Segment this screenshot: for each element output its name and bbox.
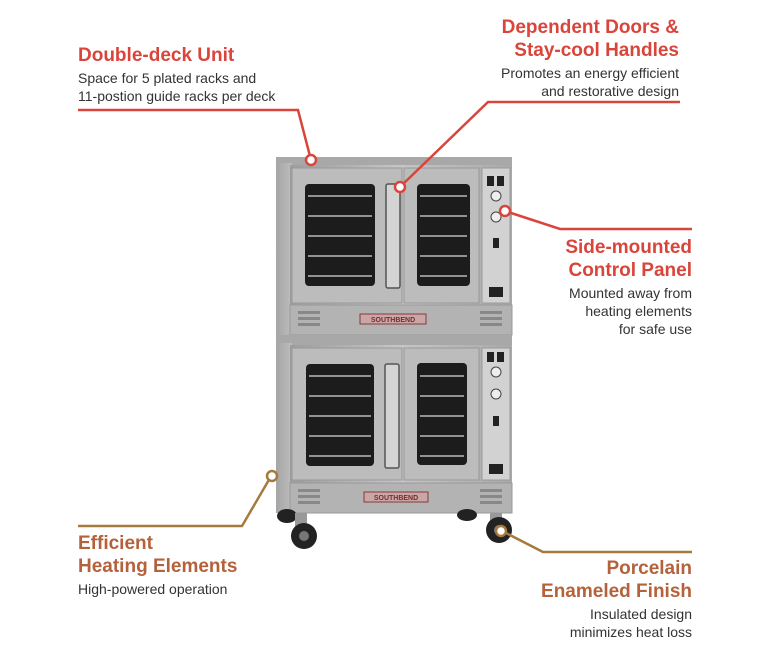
callout-title: Side-mounted Control Panel bbox=[565, 236, 692, 282]
title-line: Porcelain bbox=[606, 558, 692, 579]
upper-deck-side bbox=[276, 163, 292, 335]
leader-control bbox=[498, 204, 692, 231]
lower-power-icon bbox=[489, 464, 503, 474]
callout-description: High-powered operation bbox=[78, 580, 237, 598]
upper-power-icon bbox=[489, 287, 503, 297]
callout-heating: Efficient Heating Elements High-powered … bbox=[78, 532, 237, 598]
upper-knob-icon bbox=[490, 190, 502, 202]
lower-right-window bbox=[417, 363, 467, 465]
callout-title: Double-deck Unit bbox=[78, 44, 275, 67]
callout-title: Dependent Doors & Stay-cool Handles bbox=[501, 16, 679, 62]
lower-vents bbox=[298, 489, 502, 504]
title-line: Side-mounted bbox=[565, 237, 692, 258]
lower-racks bbox=[309, 375, 464, 457]
upper-switch-icon bbox=[497, 176, 504, 186]
lower-timer-icon bbox=[493, 416, 499, 426]
lower-knob-icon bbox=[490, 366, 502, 378]
desc-line: Space for 5 plated racks and bbox=[78, 70, 257, 86]
upper-left-window bbox=[305, 184, 375, 286]
title-line: Efficient bbox=[78, 533, 153, 554]
upper-brand-label: SOUTHBEND bbox=[371, 317, 415, 324]
upper-right-window bbox=[417, 184, 470, 286]
title-line: Enameled Finish bbox=[541, 581, 692, 602]
upper-deck: SOUTHBEND bbox=[276, 157, 513, 336]
desc-line: heating elements bbox=[585, 303, 692, 319]
leader-heating bbox=[78, 469, 279, 528]
desc-line: Mounted away from bbox=[569, 285, 692, 301]
upper-door-handle bbox=[385, 183, 401, 289]
upper-timer-icon bbox=[493, 238, 499, 248]
callout-description: Mounted away from heating elements for s… bbox=[565, 284, 692, 338]
upper-racks bbox=[308, 195, 467, 277]
title-line: Dependent Doors & bbox=[501, 17, 679, 38]
lower-deck-top bbox=[276, 335, 512, 345]
desc-line: Insulated design bbox=[590, 606, 692, 622]
desc-line: Promotes an energy efficient bbox=[501, 65, 679, 81]
desc-line: minimizes heat loss bbox=[569, 624, 692, 640]
callout-double-deck: Double-deck Unit Space for 5 plated rack… bbox=[78, 44, 275, 105]
casters bbox=[277, 509, 512, 549]
upper-deck-top bbox=[276, 157, 512, 167]
lower-switch-icon bbox=[497, 352, 504, 362]
callout-description: Insulated design minimizes heat loss bbox=[541, 605, 692, 641]
title-line: Heating Elements bbox=[78, 556, 238, 577]
lower-deck: SOUTHBEND bbox=[276, 335, 513, 514]
callout-title: Porcelain Enameled Finish bbox=[541, 557, 692, 603]
desc-line: for safe use bbox=[618, 321, 692, 337]
callout-description: Promotes an energy efficient and restora… bbox=[501, 64, 679, 100]
callout-control-panel: Side-mounted Control Panel Mounted away … bbox=[565, 236, 692, 338]
caster-back-right bbox=[457, 509, 477, 521]
leader-double-deck bbox=[78, 108, 318, 167]
desc-line: and restorative design bbox=[541, 83, 679, 99]
lower-brand-label: SOUTHBEND bbox=[374, 495, 418, 502]
upper-vents bbox=[298, 311, 502, 326]
lower-knob-icon bbox=[490, 388, 502, 400]
upper-brand-badge bbox=[359, 313, 427, 325]
leader-doors bbox=[393, 100, 680, 194]
lower-deck-side bbox=[276, 343, 292, 513]
lower-brand-badge bbox=[363, 491, 429, 503]
desc-line: High-powered operation bbox=[78, 581, 228, 597]
callout-finish: Porcelain Enameled Finish Insulated desi… bbox=[541, 557, 692, 641]
title-line: Control Panel bbox=[568, 260, 692, 281]
lower-door-handle bbox=[384, 363, 400, 469]
caster-back-left bbox=[277, 509, 297, 523]
callout-doors: Dependent Doors & Stay-cool Handles Prom… bbox=[501, 16, 679, 100]
title-line: Double-deck Unit bbox=[78, 45, 235, 66]
upper-knob-icon bbox=[490, 211, 502, 223]
callout-description: Space for 5 plated racks and 11-postion … bbox=[78, 69, 275, 105]
lower-switch-icon bbox=[487, 352, 494, 362]
leader-finish bbox=[494, 524, 692, 554]
upper-switch-icon bbox=[487, 176, 494, 186]
callout-title: Efficient Heating Elements bbox=[78, 532, 237, 578]
lower-left-window bbox=[306, 364, 374, 466]
desc-line: 11-postion guide racks per deck bbox=[78, 88, 276, 104]
title-line: Stay-cool Handles bbox=[514, 40, 679, 61]
